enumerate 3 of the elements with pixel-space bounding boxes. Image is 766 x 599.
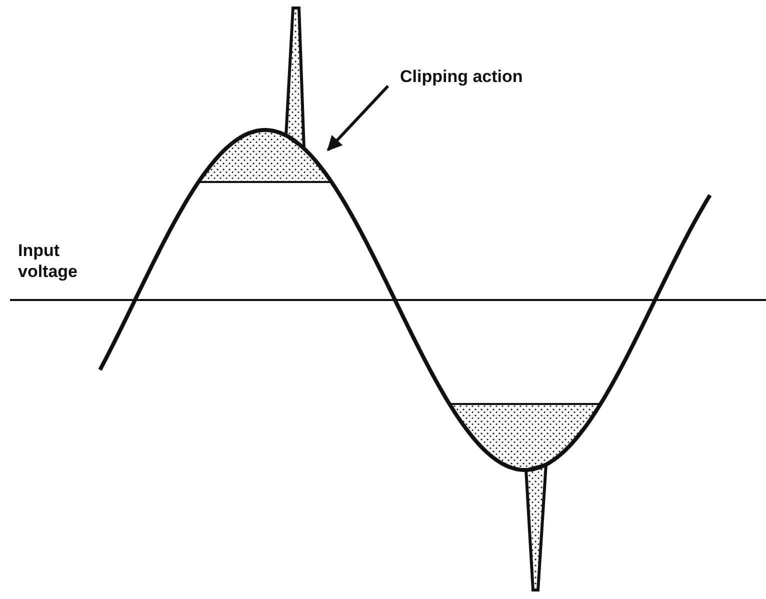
axis-label: Input voltage [18, 240, 79, 282]
leader-line [326, 84, 390, 152]
callout-label: Clipping action [400, 66, 523, 87]
